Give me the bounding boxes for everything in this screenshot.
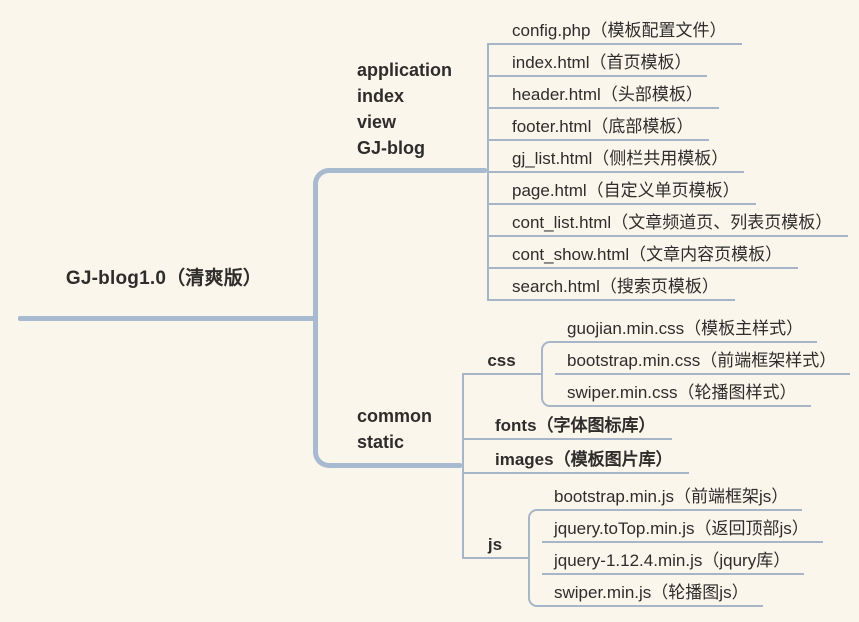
main-branch-bracket — [313, 168, 339, 468]
node-bootstrap-js[interactable]: bootstrap.min.js（前端框架js） — [542, 486, 803, 511]
node-config-php[interactable]: config.php（模板配置文件） — [487, 20, 743, 45]
node-fonts-folder[interactable]: fonts（字体图标库） — [462, 415, 672, 440]
node-search-html[interactable]: search.html（搜索页模板） — [487, 276, 735, 301]
node-application-branch[interactable]: application index view GJ-blog — [357, 57, 452, 161]
node-bootstrap-css[interactable]: bootstrap.min.css（前端框架样式） — [555, 350, 851, 375]
root-node[interactable]: GJ-blog1.0（清爽版） — [65, 268, 263, 289]
branch-label-line: common — [357, 406, 433, 426]
root-underline — [18, 316, 315, 321]
node-cont-list-html[interactable]: cont_list.html（文章频道页、列表页模板） — [487, 212, 849, 237]
branch-label-line: application — [357, 60, 453, 80]
branch-label-line: index — [357, 86, 405, 106]
node-jquery-totop-js[interactable]: jquery.toTop.min.js（返回顶部js） — [542, 518, 823, 543]
node-guojian-css[interactable]: guojian.min.css（模板主样式） — [555, 318, 818, 343]
node-swiper-js[interactable]: swiper.min.js（轮播图js） — [542, 582, 763, 607]
css-children-bracket — [541, 341, 555, 407]
node-header-html[interactable]: header.html（头部模板） — [487, 84, 719, 109]
node-index-html[interactable]: index.html（首页模板） — [487, 52, 708, 77]
bottom-children-connector — [462, 373, 464, 559]
node-images-folder[interactable]: images（模板图片库） — [462, 449, 689, 474]
branch-label-line: static — [357, 432, 405, 452]
node-common-branch[interactable]: common static — [357, 403, 432, 455]
branch-label-line: GJ-blog — [357, 138, 425, 158]
node-swiper-css[interactable]: swiper.min.css（轮播图样式） — [555, 382, 811, 407]
node-js-folder[interactable]: js — [462, 534, 528, 559]
bottom-branch-underline — [335, 463, 462, 468]
node-jquery-core-js[interactable]: jquery-1.12.4.min.js（jqury库） — [542, 550, 805, 575]
node-gj-list-html[interactable]: gj_list.html（侧栏共用模板） — [487, 148, 745, 173]
node-cont-show-html[interactable]: cont_show.html（文章内容页模板） — [487, 244, 799, 269]
top-branch-underline — [335, 168, 487, 173]
branch-label-line: view — [357, 112, 397, 132]
node-css-folder[interactable]: css — [462, 350, 541, 375]
js-children-bracket — [528, 509, 542, 607]
node-page-html[interactable]: page.html（自定义单页模板） — [487, 180, 756, 205]
node-footer-html[interactable]: footer.html（底部模板） — [487, 116, 710, 141]
